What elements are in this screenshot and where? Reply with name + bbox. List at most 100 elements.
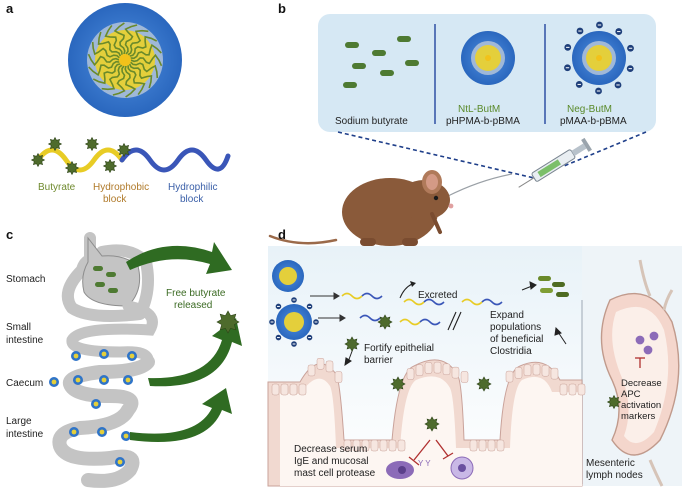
negative-charge-icon (313, 319, 319, 325)
micelle-large (68, 3, 182, 117)
serum-2: IgE and mucosal (294, 456, 369, 467)
negative-charge-icon (564, 43, 572, 51)
butyrate-icon (64, 160, 80, 176)
legend-butyrate: Butyrate (38, 182, 76, 193)
serum-3: mast cell protease (294, 468, 376, 479)
negative-charge-icon (306, 334, 313, 341)
funnel-left (337, 131, 535, 179)
epithelial-cells (271, 357, 586, 452)
sodium-butyrate-label: Sodium butyrate (335, 116, 408, 127)
expand-1: Expand (490, 310, 524, 321)
expand-3: of beneficial (490, 334, 543, 345)
panel-b-label: b (278, 1, 286, 16)
negative-charge-icon (291, 341, 297, 347)
release-arrows (126, 242, 242, 442)
mouse-icon (268, 170, 454, 246)
polymer-fragments (341, 292, 503, 326)
panel-c-label: c (6, 227, 13, 242)
label-caecum: Caecum (6, 378, 43, 389)
ntl-butm-label: NtL-ButM (458, 104, 500, 115)
clostridia-bacteria (538, 276, 569, 297)
lymph-butyrate (606, 394, 622, 410)
negative-charges (564, 21, 634, 95)
label-small-2: intestine (6, 335, 44, 346)
free-butyrate-1: Free butyrate (166, 288, 226, 299)
negative-charge-icon (627, 44, 634, 52)
butyrate-icon (84, 136, 100, 152)
negative-charge-icon (269, 319, 275, 325)
svg-text:Y Y: Y Y (418, 459, 431, 468)
butyrate-icon (390, 376, 406, 392)
negative-charge-icon (576, 27, 584, 35)
panel-a-label: a (6, 1, 14, 16)
lymph-node (600, 259, 680, 487)
panel-d-label: d (278, 227, 286, 242)
legend-hydrophilic: Hydrophilic (168, 182, 217, 193)
neg-butm-polymer: pMAA-b-pBMA (560, 116, 627, 127)
blocked-marker (447, 311, 462, 331)
syringe-icon (518, 137, 592, 188)
stomach-contents (93, 266, 118, 293)
expand-4: Clostridia (490, 346, 532, 357)
chain-butyrate-group (30, 136, 132, 176)
negative-charge-icon (275, 303, 282, 310)
negative-charge-icon (596, 21, 603, 29)
neg-butm-label: Neg-ButM (567, 104, 612, 115)
label-small-1: Small (6, 322, 31, 333)
negative-charge-icon (291, 297, 297, 303)
lumen-arrows (310, 292, 346, 322)
label-large-1: Large (6, 416, 32, 427)
lumen-butyrate (344, 314, 492, 432)
excreted-label: Excreted (418, 290, 457, 301)
negative-charge-icon (575, 81, 583, 88)
injection-line (447, 173, 513, 197)
butyrate-icon (606, 394, 622, 410)
ntl-butm-polymer: pHPMA-b-pBMA (446, 116, 520, 127)
negative-charge-icon (614, 81, 622, 89)
polymer-chain (35, 147, 231, 173)
neg-butm-micelle (572, 31, 626, 85)
butyrate-icon (102, 158, 118, 174)
apc-3: activation (621, 400, 661, 411)
funnel-right (563, 131, 647, 167)
immune-cells: Y Y (386, 439, 474, 480)
serum-1: Decrease serum (294, 444, 367, 455)
apc-4: markers (621, 411, 656, 422)
lymph-2: lymph nodes (586, 470, 643, 481)
apc-1: Decrease (621, 378, 662, 389)
legend-hydrophobic-2: block (103, 194, 127, 205)
fortify-1: Fortify epithelial (364, 343, 434, 354)
negative-charge-icon (595, 87, 602, 95)
lumen-negative-charges (269, 297, 319, 347)
gut-micelles (49, 349, 137, 467)
free-butyrate-2: released (174, 300, 212, 311)
free-butyrate-star (216, 310, 240, 334)
label-large-2: intestine (6, 429, 44, 440)
butyrate-icon (424, 416, 440, 432)
legend-hydrophobic: Hydrophobic (93, 182, 149, 193)
butyrate-icon (30, 152, 46, 168)
negative-charge-icon (626, 65, 634, 73)
clostridia-arrows (521, 281, 567, 345)
lymph-1: Mesenteric (586, 458, 635, 469)
free-butyrate-icon (216, 310, 240, 334)
negative-charge-icon (615, 28, 623, 35)
fortify-2: barrier (364, 355, 394, 366)
label-stomach: Stomach (6, 274, 45, 285)
excreted-arrow (399, 281, 416, 299)
butyrate-icon (344, 336, 360, 352)
expand-2: populations (490, 322, 541, 333)
ntl-butm-micelle (461, 31, 515, 85)
sodium-butyrate-pills (343, 36, 419, 88)
negative-charge-icon (564, 64, 571, 72)
butyrate-icon (47, 136, 63, 152)
butyrate-icon (116, 142, 132, 158)
butyrate-icon (476, 376, 492, 392)
negative-charge-icon (275, 334, 282, 341)
butyrate-icon (377, 314, 393, 330)
lumen-micelles (272, 260, 312, 340)
negative-charge-icon (306, 303, 313, 310)
apc-2: APC (621, 389, 641, 400)
